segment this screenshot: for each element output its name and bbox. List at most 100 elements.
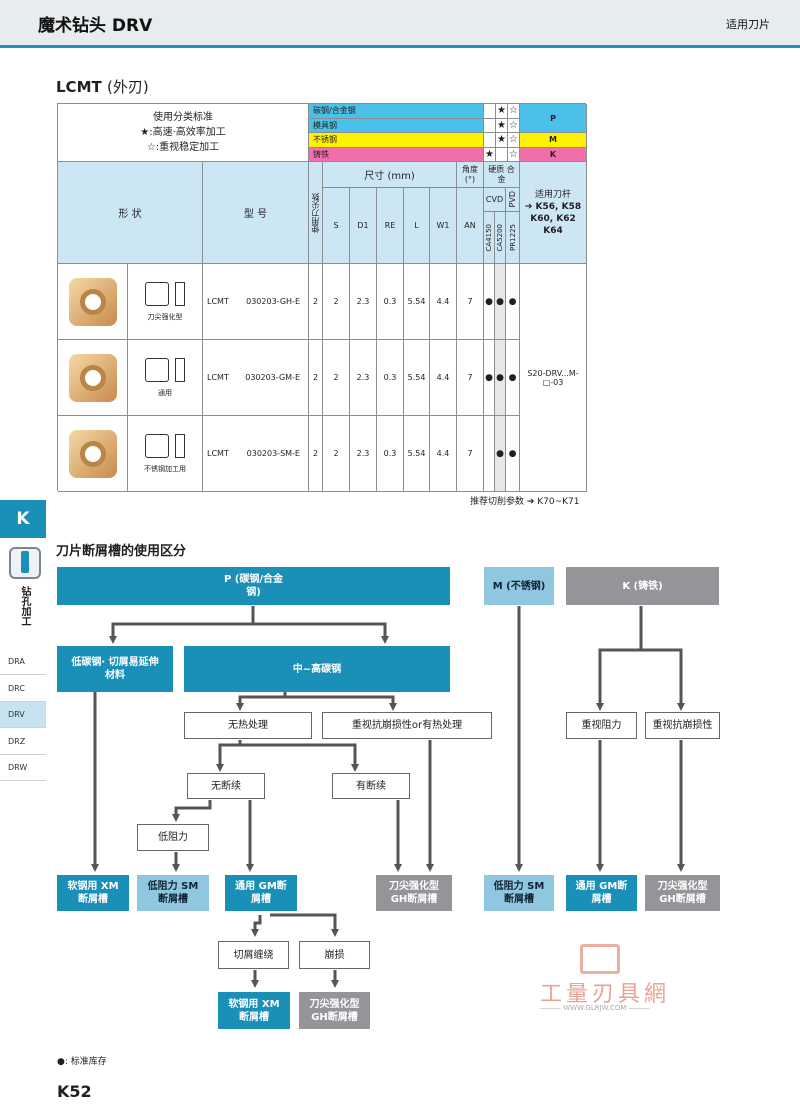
material-row: 不锈钢 bbox=[309, 133, 484, 148]
insert-value: 4.4 bbox=[430, 264, 457, 340]
material-mark: ☆ bbox=[508, 147, 520, 162]
legend-title: 使用分类标准 bbox=[153, 112, 213, 123]
material-mark: ☆ bbox=[508, 133, 520, 148]
insert-value: 2 bbox=[309, 340, 323, 416]
insert-drawing-cell: 刀尖强化型 bbox=[128, 264, 203, 340]
result-xm-2: 软钢用 XM断屑槽 bbox=[218, 992, 290, 1029]
result-gm-1: 通用 GM断屑槽 bbox=[225, 875, 297, 911]
sidebar-item-drv[interactable]: DRV bbox=[0, 702, 46, 728]
sidebar-item-dra[interactable]: DRA bbox=[0, 649, 46, 675]
col-model-header: 型 号 bbox=[203, 162, 309, 264]
legend-star-full: ★:高速·高效率加工 bbox=[140, 127, 226, 138]
insert-photo-cell bbox=[58, 416, 128, 492]
material-mark: ★ bbox=[496, 118, 508, 133]
insert-value: 2 bbox=[323, 416, 350, 492]
result-gh-3: 刀尖强化型 GH断屑槽 bbox=[299, 992, 370, 1029]
insert-drawing-cell: 通用 bbox=[128, 340, 203, 416]
holder-list: ➔ K56, K58 K60, K62 K64 bbox=[524, 201, 582, 236]
table-footnote: 推荐切削参数 ➔ K70~K71 bbox=[470, 497, 580, 507]
insert-table: 使用分类标准 ★:高速·高效率加工 ☆:重视稳定加工 碳钢/合金钢★☆模具钢★☆… bbox=[57, 103, 587, 492]
insert-photo-cell bbox=[58, 264, 128, 340]
sidebar-item-drc[interactable]: DRC bbox=[0, 676, 46, 702]
flow-interrupted: 有断续 bbox=[332, 773, 410, 799]
insert-drawing-cell: 不锈钢加工用 bbox=[128, 416, 203, 492]
stock-legend: ●: 标准库存 bbox=[57, 1057, 107, 1067]
grade-header: CA4150 bbox=[484, 212, 495, 264]
dim-header: RE bbox=[377, 188, 404, 264]
flow-k: K (铸铁) bbox=[566, 567, 719, 605]
result-sm-1: 低阻力 SM断屑槽 bbox=[137, 875, 209, 911]
stock-mark: ● bbox=[484, 340, 495, 416]
insert-value: 0.3 bbox=[377, 264, 404, 340]
insert-value: 2.3 bbox=[350, 264, 377, 340]
stock-mark: ● bbox=[506, 416, 520, 492]
insert-value: 4.4 bbox=[430, 416, 457, 492]
stock-mark bbox=[484, 416, 495, 492]
flow-p: P (碳钢/合金钢) bbox=[57, 567, 450, 605]
dim-header: W1 bbox=[430, 188, 457, 264]
flow-k-resistance: 重视阻力 bbox=[566, 712, 637, 739]
insert-value: 4.4 bbox=[430, 340, 457, 416]
insert-value: 2 bbox=[309, 416, 323, 492]
insert-photo-icon bbox=[68, 429, 117, 478]
sidebar-item-drz[interactable]: DRZ bbox=[0, 729, 46, 755]
material-row: 模具钢 bbox=[309, 118, 484, 133]
flow-title: 刀片断屑槽的使用区分 bbox=[56, 544, 187, 559]
insert-value: 7 bbox=[457, 416, 484, 492]
insert-value: 2 bbox=[323, 264, 350, 340]
flow-low-resistance: 低阻力 bbox=[137, 824, 209, 851]
insert-drawing-icon bbox=[145, 281, 185, 306]
insert-value: 7 bbox=[457, 264, 484, 340]
insert-caption: 通用 bbox=[158, 388, 172, 397]
material-mark: ☆ bbox=[508, 104, 520, 119]
holder-part-cell: S20-DRV...M-□-03 bbox=[520, 264, 587, 492]
flow-continuous: 无断续 bbox=[187, 773, 265, 799]
sidebar-item-drw[interactable]: DRW bbox=[0, 755, 46, 781]
section-title-main: LCMT bbox=[56, 78, 102, 96]
stock-mark: ● bbox=[484, 264, 495, 340]
page-header: 魔术钻头 DRV 适用刀片 bbox=[0, 0, 800, 48]
insert-value: 2.3 bbox=[350, 340, 377, 416]
section-title: LCMT (外刃) bbox=[56, 76, 149, 97]
material-mark: ★ bbox=[484, 147, 496, 162]
material-group: M bbox=[520, 133, 587, 148]
flow-wear-heat: 重视抗崩损性or有热处理 bbox=[322, 712, 492, 739]
insert-caption: 刀尖强化型 bbox=[147, 312, 183, 321]
material-mark bbox=[484, 104, 496, 119]
material-mark bbox=[484, 118, 496, 133]
holder-header: 适用刀杆 ➔ K56, K58 K60, K62 K64 bbox=[520, 162, 587, 264]
holder-title: 适用刀杆 bbox=[534, 189, 571, 200]
watermark-text: 工量刃具網 bbox=[540, 982, 671, 1007]
result-gh-2: 刀尖强化型 GH断屑槽 bbox=[645, 875, 720, 911]
stock-mark: ● bbox=[506, 340, 520, 416]
material-group: P bbox=[520, 104, 587, 133]
grade-header: CA5200 bbox=[495, 212, 506, 264]
dim-header: D1 bbox=[350, 188, 377, 264]
section-title-sub: (外刃) bbox=[106, 78, 149, 96]
result-gm-2: 通用 GM断屑槽 bbox=[566, 875, 637, 911]
material-mark: ★ bbox=[496, 104, 508, 119]
dim-header: S bbox=[323, 188, 350, 264]
result-gh-1: 刀尖强化型 GH断屑槽 bbox=[376, 875, 452, 911]
insert-photo-icon bbox=[68, 277, 117, 326]
insert-value: 7 bbox=[457, 340, 484, 416]
header-category: 适用刀片 bbox=[726, 18, 770, 31]
insert-drawing-icon bbox=[145, 433, 185, 458]
material-group: K bbox=[520, 147, 587, 162]
dim-header: AN bbox=[457, 188, 484, 264]
flow-mid-high: 中~高碳钢 bbox=[184, 646, 450, 692]
col-pvd-header: PVD bbox=[506, 188, 520, 212]
drill-icon bbox=[9, 547, 41, 579]
insert-value: 5.54 bbox=[404, 264, 430, 340]
sidebar-tab-k[interactable]: K bbox=[0, 500, 46, 538]
page-title: 魔术钻头 DRV bbox=[38, 16, 153, 36]
insert-value: 5.54 bbox=[404, 416, 430, 492]
material-row: 铸铁 bbox=[309, 147, 484, 162]
flow-no-heat: 无热处理 bbox=[184, 712, 312, 739]
material-mark: ★ bbox=[496, 133, 508, 148]
result-sm-2: 低阻力 SM断屑槽 bbox=[484, 875, 554, 911]
sidebar-category: 钻孔加工 bbox=[19, 586, 30, 626]
